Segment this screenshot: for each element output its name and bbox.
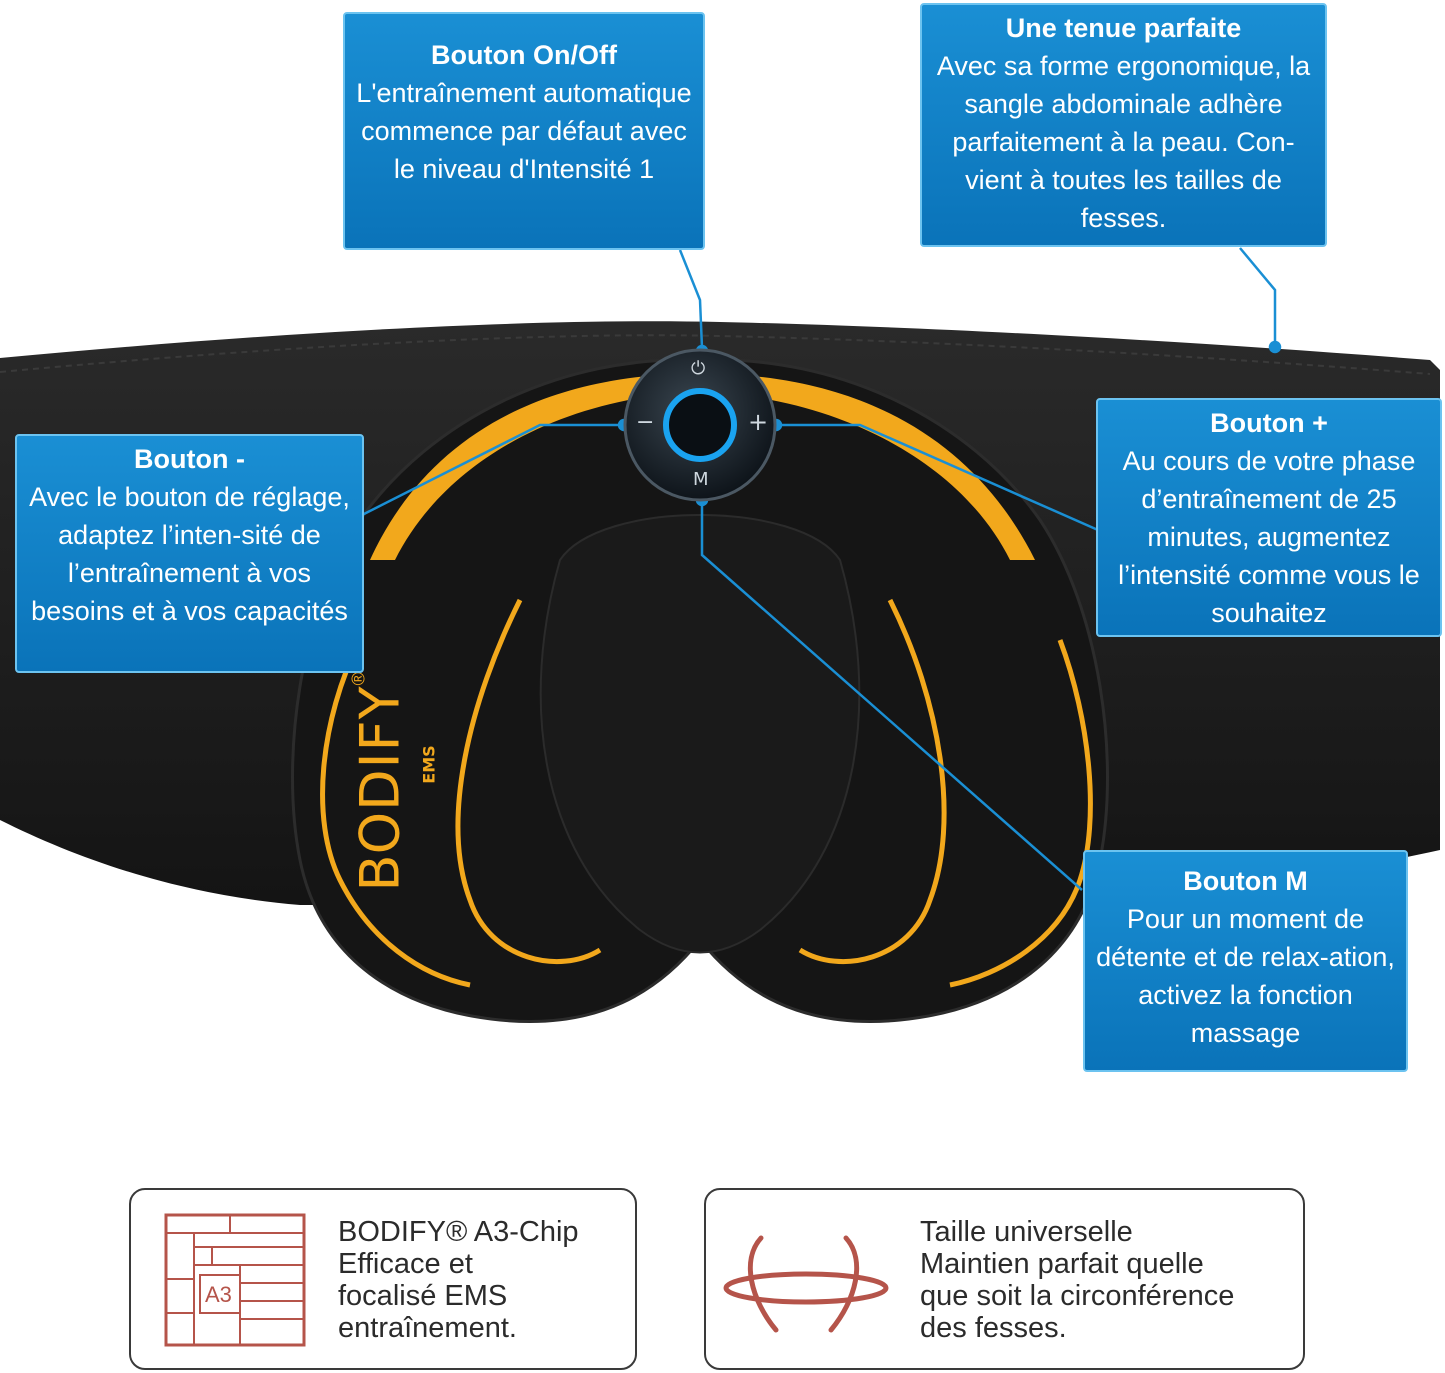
feature-universal-size: Taille universelle Maintien parfait quel… <box>704 1188 1305 1370</box>
plus-button-icon[interactable]: + <box>748 408 769 436</box>
feature-body: Efficace et focalisé EMS entraînement. <box>338 1248 517 1344</box>
chip-icon <box>164 1213 306 1347</box>
m-button-icon[interactable]: M <box>693 469 709 490</box>
callout-perfect-fit: Une tenue parfaite Avec sa forme ergonom… <box>920 3 1327 247</box>
callout-body: L'entraînement automatique commence par … <box>356 78 692 184</box>
callout-connectors <box>361 247 1282 891</box>
feature-a3-chip: A3 BODIFY® A3-Chip Efficace et focalisé … <box>129 1188 637 1370</box>
pad-accent-arc <box>370 375 1035 560</box>
callout-minus-button: Bouton - Avec le bouton de réglage, adap… <box>15 434 364 673</box>
left-electrode-outline <box>455 598 602 965</box>
right-electrode-outline <box>798 598 947 965</box>
callout-body: Pour un moment de détente et de relax-at… <box>1096 904 1395 1048</box>
callout-title: Bouton M <box>1183 866 1308 896</box>
feature-title: BODIFY® A3-Chip <box>338 1216 579 1248</box>
callout-plus-button: Bouton + Au cours de votre phase d’entra… <box>1096 398 1442 637</box>
callout-body: Avec sa forme ergonomique, la sangle abd… <box>936 51 1311 233</box>
feature-body: Maintien parfait quelle que soit la circ… <box>920 1248 1235 1344</box>
logo-sub-text: EMS <box>419 745 439 784</box>
callout-title: Bouton On/Off <box>431 40 617 70</box>
control-unit <box>623 348 777 502</box>
callout-title: Bouton + <box>1210 408 1328 438</box>
feature-title: Taille universelle <box>920 1216 1133 1248</box>
minus-button-icon[interactable]: − <box>636 410 655 435</box>
logo-text: BODIFY <box>348 685 412 892</box>
power-button-icon[interactable]: ⏻ <box>691 358 706 379</box>
callout-title: Bouton - <box>134 444 245 474</box>
bodify-logo: BODIFY® <box>348 642 412 892</box>
waist-size-icon <box>723 1235 889 1333</box>
chip-icon-label: A3 <box>205 1282 232 1307</box>
callout-body: Avec le bouton de réglage, adaptez l’int… <box>29 482 350 626</box>
callout-on-off: Bouton On/Off L'entraînement automatique… <box>343 12 705 250</box>
callout-m-button: Bouton M Pour un moment de détente et de… <box>1083 850 1408 1072</box>
callout-title: Une tenue parfaite <box>1005 13 1242 43</box>
logo-registered-mark: ® <box>348 672 369 686</box>
callout-body: Au cours de votre phase d’entraînement d… <box>1118 446 1420 628</box>
